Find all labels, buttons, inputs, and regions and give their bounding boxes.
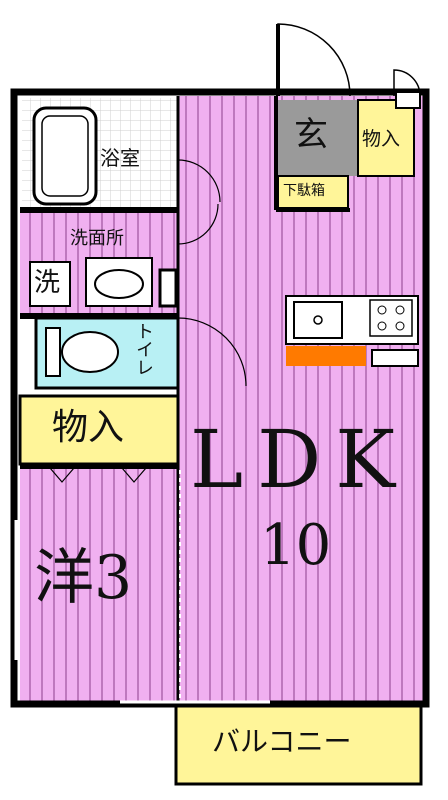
toilet-tank — [45, 327, 61, 377]
balcony-area — [174, 702, 423, 786]
entrance-label: 玄 — [294, 115, 328, 155]
shoe-box — [277, 175, 349, 209]
western-room-label: 洋3 — [34, 543, 133, 613]
washer-label: 洗 — [34, 268, 61, 298]
storage-top-label: 物入 — [362, 128, 401, 150]
bath-label: 浴室 — [100, 146, 140, 170]
stove — [369, 299, 413, 337]
shoe-box-label: 下駄箱 — [283, 183, 325, 199]
washroom-label: 洗面所 — [70, 228, 124, 249]
storage-mid-label: 物入 — [52, 407, 125, 448]
toilet-label: トイレ — [133, 322, 154, 376]
storage-top-area — [357, 99, 415, 177]
washer-space — [29, 261, 71, 307]
range-hood-marker — [286, 346, 366, 366]
pipe-shaft — [395, 91, 421, 109]
balcony-label: バルコニー — [212, 725, 352, 758]
entrance-floor — [278, 100, 358, 176]
western-room-floor — [20, 466, 180, 702]
toilet-bowl — [61, 331, 119, 373]
ldk-label: LDK — [190, 413, 410, 506]
ldk-size-label: 10 — [260, 513, 332, 578]
bathtub — [32, 106, 98, 206]
